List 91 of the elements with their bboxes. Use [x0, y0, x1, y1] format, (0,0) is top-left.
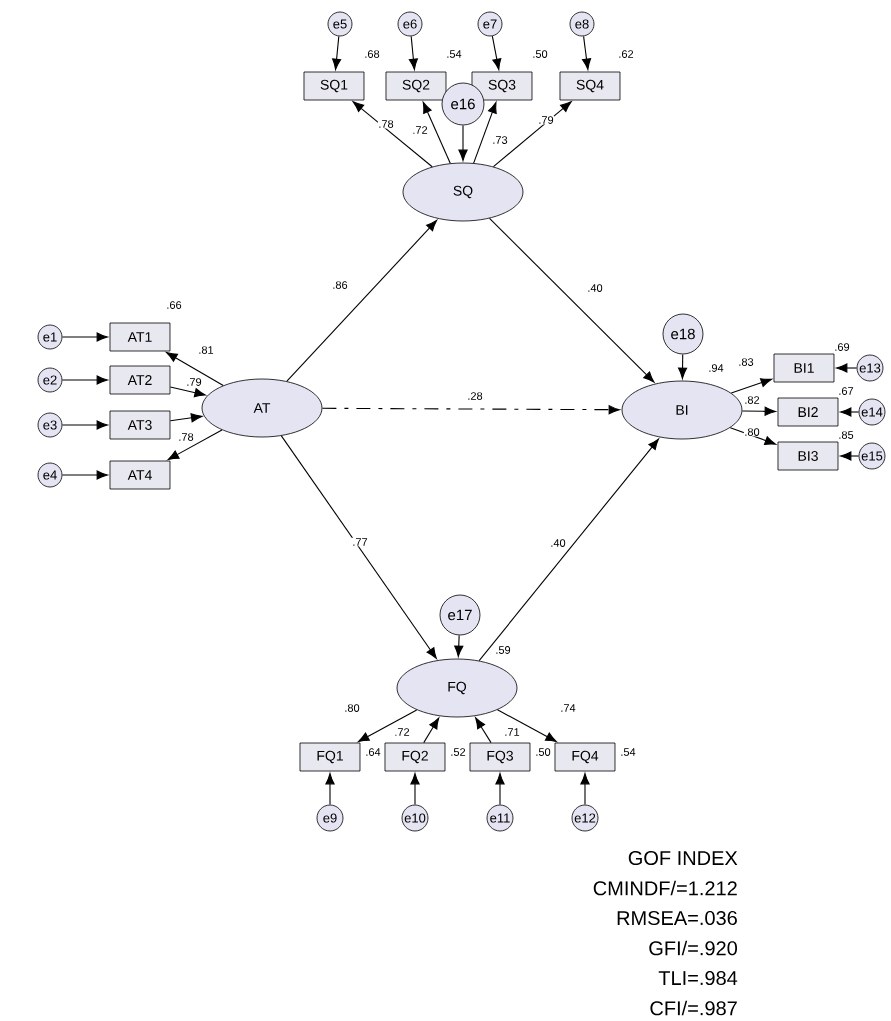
observed-variable-box: SQ2 — [385, 71, 447, 101]
edge-label: .79 — [185, 377, 203, 387]
edge-label: .73 — [491, 135, 509, 145]
coefficient-label: .52 — [449, 747, 467, 757]
observed-variable-box: AT4 — [109, 460, 171, 490]
observed-variable-box: BI1 — [773, 353, 835, 383]
arrow — [475, 717, 492, 744]
observed-variable-box: SQ1 — [303, 71, 365, 101]
edge-label: .80 — [743, 427, 761, 437]
edge-label: .40 — [586, 283, 604, 293]
edge-label: .79 — [537, 115, 555, 125]
edge-label: .28 — [466, 391, 484, 401]
fit-index-text: GOF INDEX — [628, 850, 738, 866]
edge-label: .74 — [559, 703, 577, 713]
edge-label: .72 — [411, 125, 429, 135]
observed-variable-box: FQ4 — [554, 742, 616, 772]
coefficient-label: .68 — [363, 49, 381, 59]
observed-variable-box: BI2 — [777, 397, 839, 427]
arrow — [61, 332, 108, 342]
fit-index-text: GFI/=.920 — [649, 940, 737, 956]
arrow — [580, 773, 590, 806]
arrow — [840, 451, 860, 461]
arrow — [730, 378, 773, 394]
edge-label: .80 — [343, 703, 361, 713]
arrow — [422, 101, 451, 164]
arrow — [61, 375, 108, 385]
observed-variable-box: BI3 — [777, 441, 839, 471]
arrow — [167, 429, 223, 461]
coefficient-label: .50 — [531, 49, 549, 59]
arrow — [729, 427, 777, 445]
observed-variable-box: AT2 — [109, 365, 171, 395]
arrow — [458, 124, 468, 161]
arrow — [357, 709, 418, 743]
coefficient-label: .59 — [494, 645, 512, 655]
coefficient-label: .67 — [837, 386, 855, 396]
arrow — [840, 407, 860, 417]
arrow — [325, 773, 335, 806]
fit-index-text: CFI/=.987 — [650, 1000, 737, 1016]
coefficient-label: .85 — [837, 430, 855, 440]
coefficient-label: .54 — [619, 747, 637, 757]
fit-index-text: CMINDF/=1.212 — [593, 880, 737, 896]
edge-label: .81 — [197, 345, 215, 355]
observed-variable-box: FQ2 — [384, 742, 446, 772]
fit-index-text: RMSEA=.036 — [617, 910, 737, 926]
arrow — [677, 353, 688, 379]
arrow — [492, 101, 572, 168]
arrow — [169, 386, 206, 398]
arrow — [410, 773, 420, 806]
arrow — [454, 634, 464, 657]
arrow — [496, 709, 557, 743]
edge-label: .78 — [377, 119, 395, 129]
arrow — [61, 470, 108, 480]
arrow — [408, 35, 418, 70]
arrow — [352, 101, 433, 168]
arrow — [741, 406, 776, 416]
arrow — [166, 351, 224, 386]
arrow — [61, 420, 108, 430]
coefficient-label: .64 — [364, 747, 382, 757]
edge-label: .77 — [351, 537, 369, 547]
edge-label: .72 — [393, 727, 411, 737]
arrow — [332, 35, 342, 70]
coefficient-label: .50 — [534, 747, 552, 757]
edge-label: .40 — [549, 538, 567, 548]
coefficient-label: .66 — [165, 300, 183, 310]
observed-variable-box: AT1 — [109, 322, 171, 352]
edge-label: .82 — [743, 395, 761, 405]
coefficient-label: .69 — [833, 342, 851, 352]
arrow — [321, 405, 620, 415]
arrow — [836, 363, 858, 373]
coefficient-label: .62 — [617, 49, 635, 59]
edge-label: .71 — [503, 727, 521, 737]
arrow — [169, 413, 203, 423]
arrow — [488, 217, 655, 383]
observed-variable-box: SQ4 — [559, 71, 621, 101]
coefficient-label: .54 — [445, 49, 463, 59]
arrow — [286, 219, 438, 382]
arrow — [280, 435, 437, 659]
arrow — [582, 35, 592, 70]
observed-variable-box: FQ1 — [299, 742, 361, 772]
arrow — [478, 438, 659, 662]
arrow — [423, 717, 440, 744]
edge-label: .86 — [331, 280, 349, 290]
edge-label: .83 — [737, 357, 755, 367]
observed-variable-box: AT3 — [109, 410, 171, 440]
edge-label: .78 — [177, 432, 195, 442]
arrow — [473, 101, 497, 164]
coefficient-label: .94 — [707, 363, 725, 373]
observed-variable-box: FQ3 — [469, 742, 531, 772]
arrow — [491, 35, 502, 70]
arrow — [495, 773, 505, 806]
fit-index-text: TLI=.984 — [658, 970, 738, 986]
